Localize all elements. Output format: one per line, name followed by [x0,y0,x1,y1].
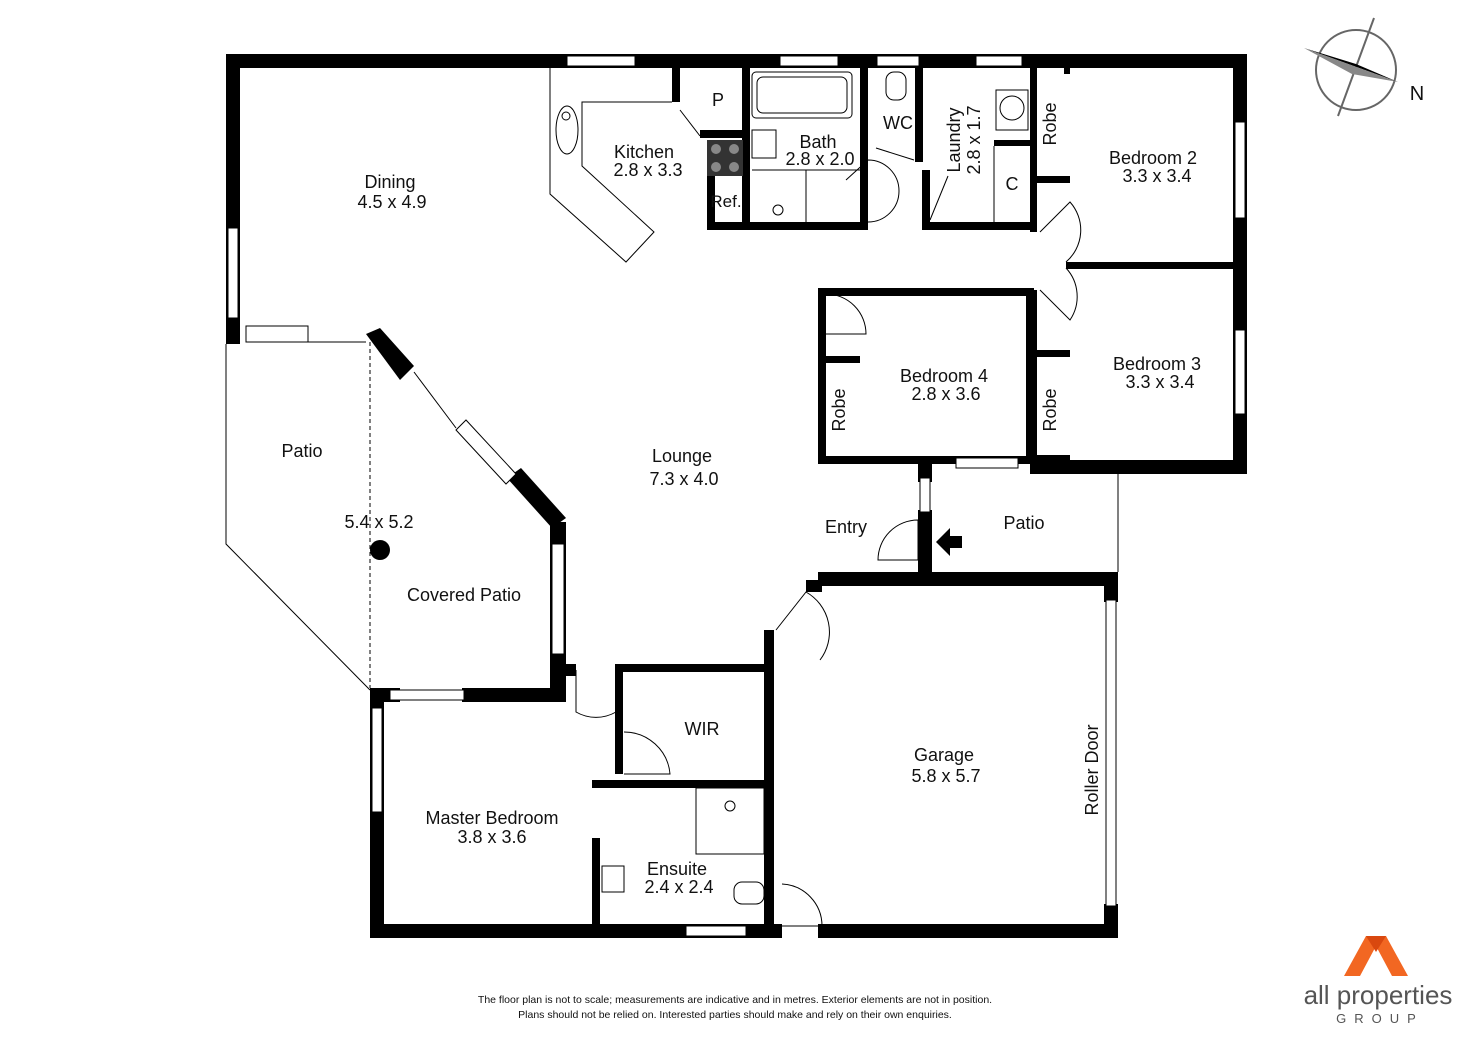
bedroom2-name: Bedroom 2 [1109,148,1197,168]
patio-area-size: 5.4 x 5.2 [344,512,413,532]
brand-logo [1344,936,1408,976]
cooktop-icon [707,140,743,176]
disclaimer-line-2: Plans should not be relied on. Intereste… [518,1009,952,1021]
wc-name: WC [883,113,913,133]
doors [575,109,1082,927]
compass-icon [1304,17,1398,117]
kitchen-name: Kitchen [614,142,674,162]
walls [226,54,1247,938]
master-bedroom-size: 3.8 x 3.6 [457,827,526,847]
patio-outline [225,341,1119,691]
robe-bed2-name: Robe [1040,102,1060,145]
disclaimer-line-1: The floor plan is not to scale; measurem… [477,994,993,1006]
ensuite-name: Ensuite [647,859,707,879]
cupboard-name: C [1006,174,1019,194]
covered-patio-name: Covered Patio [407,585,521,605]
ref-name: Ref. [710,192,741,211]
pantry-name: P [712,90,724,110]
bath-size: 2.8 x 2.0 [785,149,854,169]
bedroom4-size: 2.8 x 3.6 [911,384,980,404]
bath-name: Bath [799,132,836,152]
laundry-name: Laundry [944,107,964,172]
robe-bed4-name: Robe [829,388,849,431]
wir-name: WIR [685,719,720,739]
lounge-name: Lounge [652,446,712,466]
laundry-size: 2.8 x 1.7 [964,105,984,174]
ensuite-size: 2.4 x 2.4 [644,877,713,897]
robe-bed3-name: Robe [1040,388,1060,431]
entry-name: Entry [825,517,867,537]
entry-arrow-icon [936,528,962,556]
patio-right-name: Patio [1003,513,1044,533]
master-bedroom-name: Master Bedroom [425,808,558,828]
roller-door-label: Roller Door [1082,724,1102,815]
bedroom3-name: Bedroom 3 [1113,354,1201,374]
bath-fixtures [751,71,1029,222]
dining-size: 4.5 x 4.9 [357,192,426,212]
logo-tagline-text: GROUP [1336,1011,1424,1026]
compass-north-label: N [1410,83,1424,105]
patio-post [370,540,390,560]
kitchen-size: 2.8 x 3.3 [613,160,682,180]
kitchen-bench [549,68,672,263]
bedroom2-size: 3.3 x 3.4 [1122,166,1191,186]
bedroom3-size: 3.3 x 3.4 [1125,372,1194,392]
logo-brand-text: all properties [1304,980,1453,1010]
lounge-size: 7.3 x 4.0 [649,469,718,489]
dining-name: Dining [364,172,415,192]
patio-left-name: Patio [281,441,322,461]
windows [227,55,1246,937]
garage-name: Garage [914,745,974,765]
bedroom4-name: Bedroom 4 [900,366,988,386]
garage-size: 5.8 x 5.7 [911,766,980,786]
